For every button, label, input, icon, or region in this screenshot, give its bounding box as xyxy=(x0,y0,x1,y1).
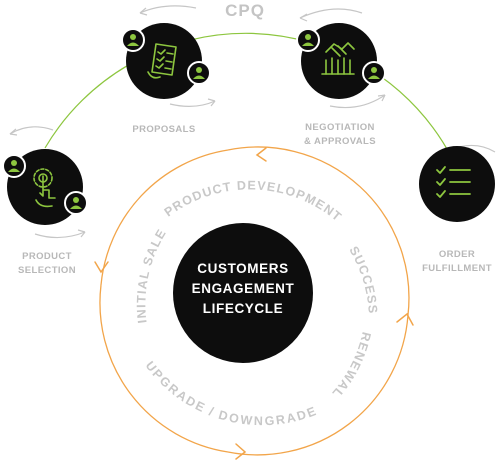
stage-upgrade-downgrade: UPGRADE / DOWNGRADE xyxy=(143,359,319,429)
label-order-fulfillment-line1: ORDER xyxy=(439,249,475,260)
label-proposals: PROPOSALS xyxy=(132,124,195,135)
handshake-icon xyxy=(321,42,355,75)
flow-arrows xyxy=(9,5,496,239)
label-negotiation-line2: & APPROVALS xyxy=(304,136,376,147)
label-product-selection-line1: PRODUCT xyxy=(22,251,72,262)
node-negotiation-approvals[interactable] xyxy=(296,23,386,99)
lifecycle-center: CUSTOMERS ENGAGEMENT LIFECYCLE xyxy=(173,223,313,363)
center-title-line2: ENGAGEMENT xyxy=(192,281,295,296)
document-checklist-icon xyxy=(147,43,177,79)
label-negotiation-line1: NEGOTIATION xyxy=(305,122,375,133)
node-product-selection[interactable] xyxy=(2,149,88,225)
center-title-line3: LIFECYCLE xyxy=(203,301,283,316)
user-badge-icon xyxy=(2,154,26,178)
node-order-fulfillment[interactable] xyxy=(419,146,495,222)
user-badge-icon xyxy=(64,191,88,215)
user-badge-icon xyxy=(362,61,386,85)
stage-initial-sale: INITIAL SALE xyxy=(134,226,169,324)
user-badge-icon xyxy=(121,28,145,52)
stage-product-development: PRODUCT DEVELOPMENT xyxy=(162,178,345,224)
checklist-icon xyxy=(436,166,471,198)
user-badge-icon xyxy=(187,61,211,85)
label-order-fulfillment-line2: FULFILLMENT xyxy=(422,263,492,274)
outer-green-arc xyxy=(44,32,453,159)
node-proposals[interactable] xyxy=(121,23,211,99)
touch-gear-icon xyxy=(33,168,56,208)
stage-success: SUCCESS xyxy=(346,244,380,315)
cpq-title: CPQ xyxy=(225,1,265,20)
inner-arc-arrowheads xyxy=(94,147,414,460)
inner-orange-arc xyxy=(99,146,410,456)
label-product-selection-line2: SELECTION xyxy=(18,265,76,276)
center-title-line1: CUSTOMERS xyxy=(197,261,288,276)
user-badge-icon xyxy=(296,28,320,52)
stage-renewal: RENEWAL xyxy=(329,331,374,401)
